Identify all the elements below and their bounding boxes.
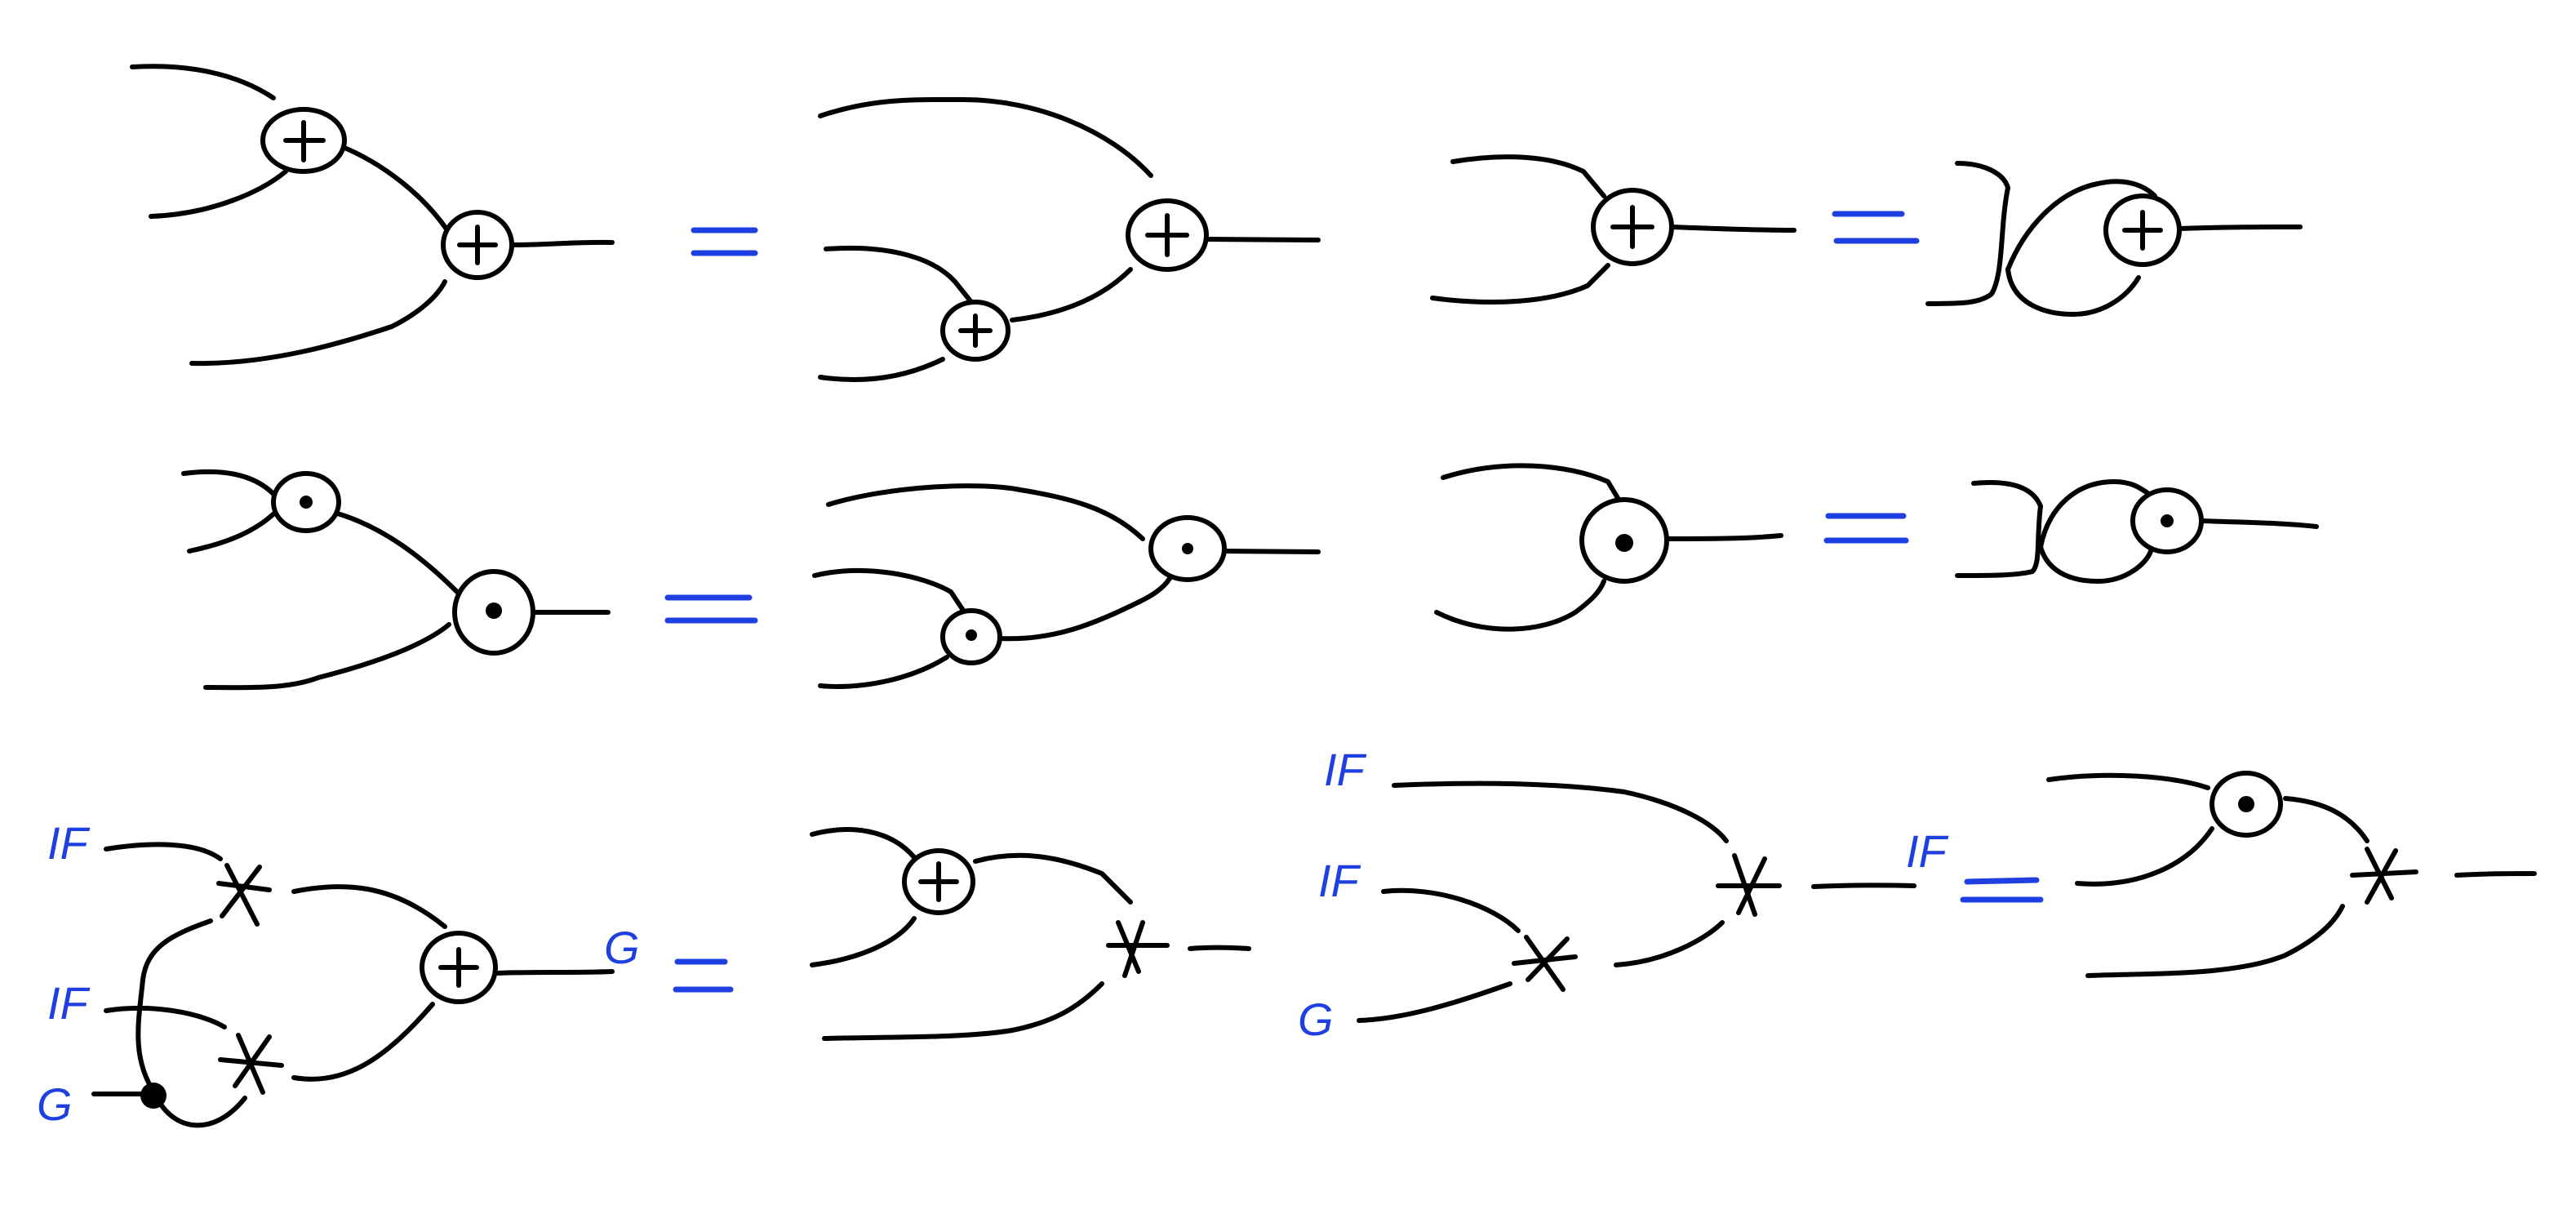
input-label: G [1298, 994, 1334, 1045]
mul-associativity-rhs [812, 483, 1321, 689]
copy-node [140, 1083, 167, 1109]
equals-sign [1960, 877, 2044, 903]
mul-node [1148, 515, 1227, 582]
mul-commutativity-lhs [1434, 463, 1783, 632]
add-node [1591, 188, 1674, 266]
add-node [260, 107, 347, 174]
mul-commutativity-rhs [1955, 479, 2319, 584]
mul-node [940, 608, 1002, 665]
add-node [441, 210, 514, 280]
mul-node [271, 471, 341, 533]
input-label: IF [47, 817, 91, 869]
equals-sign [673, 958, 734, 993]
product-node [216, 863, 272, 927]
add-node [1126, 198, 1209, 272]
output-label: G [604, 922, 640, 973]
input-label: G [37, 1078, 73, 1130]
product-node [1106, 920, 1170, 978]
mul-associativity-lhs [181, 469, 611, 691]
distributivity-rhs [2046, 771, 2537, 978]
add-commutativity-rhs [1925, 161, 2303, 317]
add-associativity-rhs [818, 96, 1321, 383]
input-label: IF [47, 977, 91, 1029]
add-node [940, 300, 1010, 362]
product-node [1512, 935, 1578, 992]
mul-node [2130, 487, 2204, 554]
equals-sign [1832, 211, 1920, 244]
input-label: IF [1318, 855, 1361, 906]
add-node [902, 848, 975, 915]
mul-node [2210, 771, 2283, 838]
equals-sign [1823, 513, 1909, 544]
input-label: IF [1324, 744, 1367, 795]
mul-node [452, 569, 535, 656]
distributivity-lhs: IF IF G G [37, 817, 640, 1130]
product-node [2350, 847, 2418, 905]
add-commutativity-lhs [1430, 154, 1797, 305]
add-node [420, 931, 498, 1004]
product-node [1716, 853, 1782, 917]
add-node [2103, 193, 2182, 267]
output-label: IF [1906, 825, 1949, 877]
equals-sign [664, 594, 758, 624]
mul-node [1579, 497, 1669, 584]
distributivity-middle: IF IF G IF [810, 744, 1949, 1045]
equals-sign [691, 227, 758, 256]
add-associativity-lhs [130, 64, 615, 367]
product-node [218, 1033, 284, 1095]
